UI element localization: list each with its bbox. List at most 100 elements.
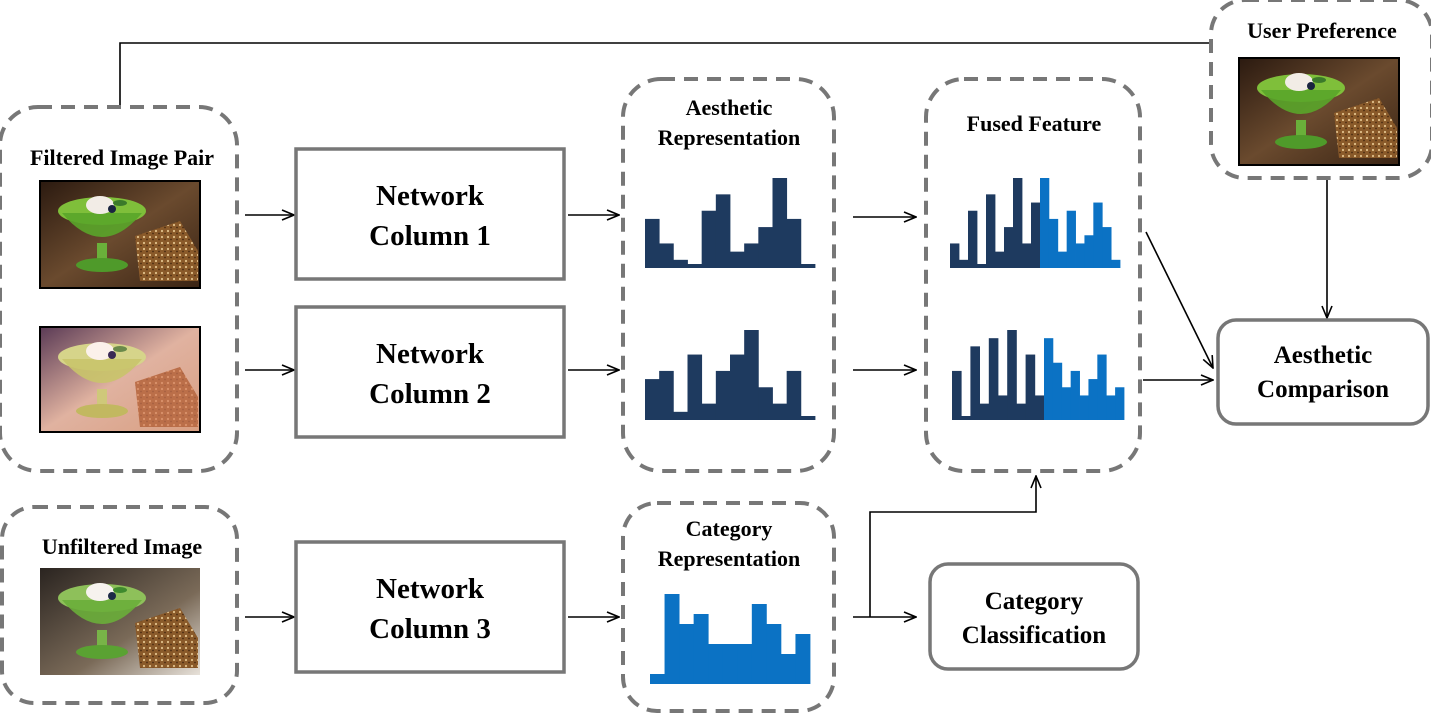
histogram-bar (950, 243, 960, 268)
filtered-image-1-thumbnail (39, 180, 201, 289)
histogram-bar (679, 624, 695, 684)
histogram-bar (730, 251, 745, 268)
histogram-bar (722, 644, 738, 684)
aesthetic-comparison-line2: Comparison (1257, 376, 1389, 403)
histogram-bar (961, 416, 971, 420)
histogram-bar (1079, 395, 1089, 420)
fused-feature-group (924, 77, 1142, 473)
aesthetic-comparison-box (1216, 318, 1430, 426)
histogram-bar (758, 387, 773, 420)
arrow-fused1-to-comparison (1145, 231, 1213, 368)
histogram-bar (1031, 202, 1041, 268)
histogram-bar (730, 354, 745, 420)
category-representation-title-line1: Category (686, 516, 773, 541)
histogram-bar (952, 370, 962, 420)
unfiltered-image-group (0, 505, 239, 705)
aesthetic-representation-histogram-2 (645, 330, 816, 420)
histogram-bar (1102, 227, 1112, 268)
aesthetic-representation-title-line1: Aesthetic (686, 95, 773, 120)
histogram-bar (1048, 218, 1059, 268)
network-label-2: Network (376, 338, 485, 370)
network-column-2-box (294, 305, 566, 439)
aesthetic-representation-group (621, 77, 836, 473)
fused-feature-title: Fused Feature (967, 111, 1102, 136)
histogram-bar (986, 194, 996, 268)
user-preference-link-line (119, 42, 1210, 107)
user-preference-thumbnail (1238, 57, 1400, 166)
category-representation-histogram (650, 594, 811, 684)
histogram-bar (715, 194, 731, 268)
histogram-bar (645, 218, 660, 268)
fused-feature-histogram-2 (952, 330, 1125, 420)
histogram-bar (1004, 227, 1014, 268)
histogram-bar (1013, 178, 1023, 268)
unfiltered-image-thumbnail (40, 568, 200, 675)
histogram-bar (664, 594, 680, 684)
histogram-bar (1057, 251, 1068, 268)
histogram-bar (1016, 403, 1026, 420)
network-column-1-box (294, 147, 566, 281)
fused-feature-histogram-1 (950, 178, 1121, 268)
histogram-bar (758, 227, 773, 268)
histogram-bar (1111, 259, 1121, 268)
histogram-bar (780, 654, 796, 684)
histogram-bar (708, 644, 724, 684)
histogram-bar (1075, 243, 1085, 268)
histogram-bar (701, 210, 717, 268)
histogram-bar (659, 243, 674, 268)
category-classification-line1: Category (985, 588, 1084, 615)
aesthetic-representation-title-line2: Representation (658, 125, 801, 150)
histogram-bar (715, 370, 731, 420)
histogram-bar (1070, 370, 1080, 420)
category-classification-line2: Classification (962, 622, 1107, 649)
histogram-bar (766, 624, 782, 684)
column-2-label: Column 2 (369, 378, 491, 410)
histogram-bar (737, 644, 753, 684)
histogram-bar (800, 416, 816, 420)
arrow-category-to-fused (869, 476, 1036, 617)
histogram-bar (1007, 330, 1017, 420)
histogram-bar (659, 370, 674, 420)
filtered-image-pair-group (0, 105, 239, 473)
histogram-bar (1022, 243, 1032, 268)
histogram-bar (786, 370, 802, 420)
histogram-bar (795, 634, 811, 684)
histogram-bar (1040, 178, 1050, 268)
histogram-bar (687, 354, 703, 420)
histogram-bar (977, 264, 987, 268)
user-preference-group (1209, 0, 1431, 180)
histogram-bar (751, 604, 767, 684)
histogram-bar (645, 379, 660, 420)
histogram-bar (1088, 379, 1098, 420)
unfiltered-image-label: Unfiltered Image (42, 534, 203, 559)
column-1-label: Column 1 (369, 220, 491, 252)
histogram-bar (968, 210, 978, 268)
histogram-bar (800, 264, 816, 268)
histogram-bar (786, 218, 802, 268)
category-representation-title-line2: Representation (658, 546, 801, 571)
histogram-bar (772, 178, 788, 268)
histogram-bar (701, 403, 717, 420)
filtered-image-pair-label: Filtered Image Pair (30, 145, 214, 170)
histogram-bar (970, 346, 980, 420)
histogram-bar (1106, 395, 1116, 420)
histogram-bar (1093, 202, 1103, 268)
category-representation-group (621, 501, 836, 713)
histogram-bar (1034, 395, 1045, 420)
histogram-bar (959, 259, 969, 268)
histogram-bar (744, 330, 759, 420)
histogram-bar (673, 411, 688, 420)
histogram-bar (1097, 354, 1107, 420)
histogram-bar (744, 243, 759, 268)
histogram-bar (1061, 387, 1072, 420)
histogram-bar (1025, 354, 1036, 420)
column-3-label: Column 3 (369, 613, 491, 645)
network-label-3: Network (376, 573, 485, 605)
histogram-bar (1066, 210, 1076, 268)
histogram-bar (673, 259, 688, 268)
histogram-bar (998, 395, 1008, 420)
histogram-bar (979, 403, 990, 420)
histogram-bar (1052, 362, 1063, 420)
user-preference-label: User Preference (1247, 18, 1397, 43)
histogram-bar (772, 403, 788, 420)
